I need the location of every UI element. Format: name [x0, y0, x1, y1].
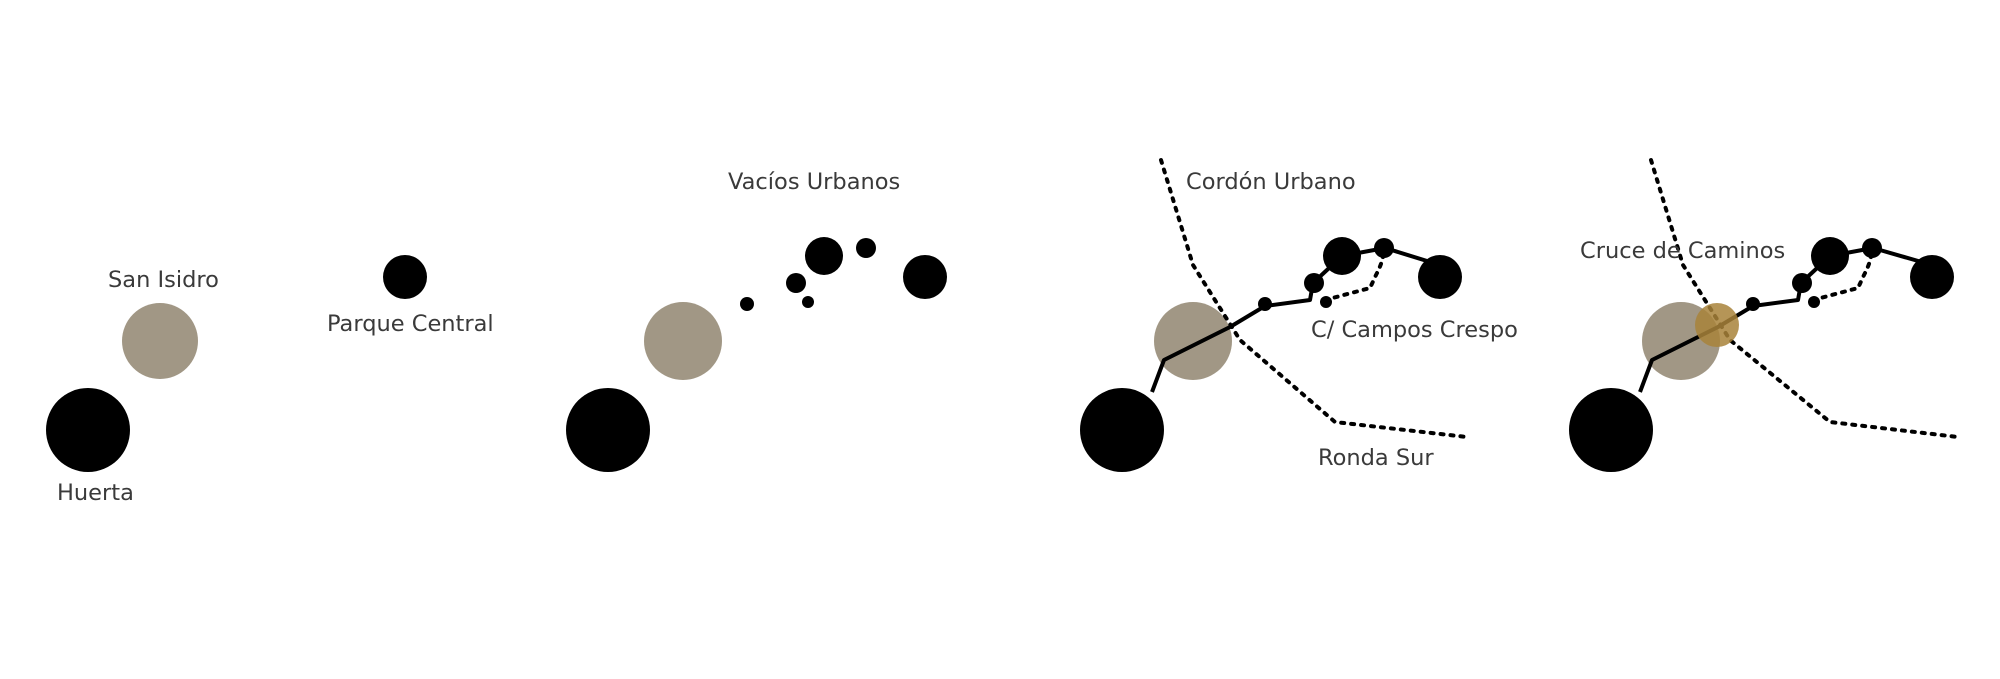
- san-isidro-label: San Isidro: [108, 267, 219, 293]
- campos-crespo-line: [1150, 246, 1441, 393]
- parque-central-node: [1418, 255, 1462, 299]
- cordon-branch-line: [1811, 246, 1874, 302]
- cordon-branch-line: [1323, 246, 1386, 302]
- void-node-small-3: [1320, 296, 1332, 308]
- panel-2: Vacíos Urbanos: [566, 169, 947, 472]
- panel-3: Cordón Urbano C/ Campos Crespo Ronda Sur: [1080, 158, 1518, 472]
- huerta-node: [46, 388, 130, 472]
- panel-1: San Isidro Huerta Parque Central: [46, 255, 494, 506]
- void-node-small-1: [740, 297, 754, 311]
- void-node-small-1: [1746, 297, 1760, 311]
- panel-4: Cruce de Caminos: [1569, 158, 1960, 472]
- void-node-small-3: [802, 296, 814, 308]
- void-node-small-3: [1808, 296, 1820, 308]
- cordon-urbano-line: [1649, 158, 1960, 439]
- san-isidro-node: [644, 302, 722, 380]
- void-node-medium: [1811, 237, 1849, 275]
- void-node-small-2: [786, 273, 806, 293]
- void-node-small-4: [1374, 238, 1394, 258]
- cruce-de-caminos-label: Cruce de Caminos: [1580, 238, 1785, 264]
- void-node-medium: [805, 237, 843, 275]
- cordon-urbano-line: [1159, 158, 1469, 439]
- campos-crespo-label: C/ Campos Crespo: [1311, 317, 1518, 343]
- void-node-medium: [1323, 237, 1361, 275]
- san-isidro-node: [122, 303, 198, 379]
- huerta-label: Huerta: [57, 480, 134, 506]
- huerta-node: [1569, 388, 1653, 472]
- huerta-node: [1080, 388, 1164, 472]
- parque-central-label: Parque Central: [327, 311, 494, 337]
- void-node-small-2: [1792, 273, 1812, 293]
- campos-crespo-line: [1638, 246, 1933, 393]
- parque-central-node: [903, 255, 947, 299]
- parque-central-node: [383, 255, 427, 299]
- void-node-small-4: [856, 238, 876, 258]
- void-node-small-2: [1304, 273, 1324, 293]
- cordon-urbano-label: Cordón Urbano: [1186, 169, 1356, 195]
- parque-central-node: [1910, 255, 1954, 299]
- void-node-small-4: [1862, 238, 1882, 258]
- san-isidro-node: [1154, 302, 1232, 380]
- vacios-urbanos-label: Vacíos Urbanos: [728, 169, 900, 195]
- crossroads-node: [1695, 303, 1739, 347]
- huerta-node: [566, 388, 650, 472]
- void-node-small-1: [1258, 297, 1272, 311]
- ronda-sur-label: Ronda Sur: [1318, 445, 1434, 471]
